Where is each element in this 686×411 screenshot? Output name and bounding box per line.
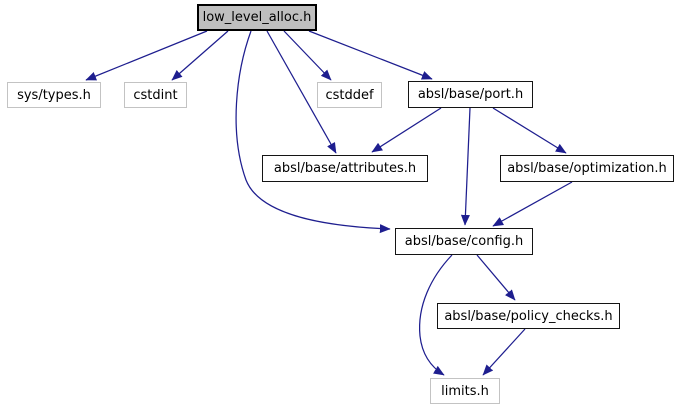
node-config[interactable]: absl/base/config.h bbox=[395, 228, 533, 255]
node-policy_checks[interactable]: absl/base/policy_checks.h bbox=[437, 303, 620, 329]
edge-config-to-limits bbox=[418, 254, 453, 376]
edge-low_level_alloc-to-port bbox=[308, 30, 433, 80]
node-sys_types: sys/types.h bbox=[7, 82, 101, 108]
edge-low_level_alloc-to-config bbox=[235, 30, 391, 234]
node-attributes[interactable]: absl/base/attributes.h bbox=[262, 155, 428, 182]
node-low_level_alloc: low_level_alloc.h bbox=[197, 4, 317, 31]
node-optimization[interactable]: absl/base/optimization.h bbox=[500, 155, 674, 182]
node-cstdint: cstdint bbox=[124, 82, 187, 108]
edge-port-to-attributes bbox=[371, 107, 442, 153]
node-limits: limits.h bbox=[430, 378, 500, 404]
edge-low_level_alloc-to-sys_types bbox=[85, 30, 208, 81]
edge-low_level_alloc-to-cstdint bbox=[171, 30, 229, 81]
edge-low_level_alloc-to-attributes bbox=[266, 30, 337, 154]
edge-port-to-optimization bbox=[492, 107, 567, 154]
edge-port-to-config bbox=[460, 107, 471, 226]
node-port[interactable]: absl/base/port.h bbox=[408, 81, 533, 108]
edge-policy_checks-to-limits bbox=[482, 328, 526, 376]
node-cstddef: cstddef bbox=[317, 82, 382, 108]
edge-optimization-to-config bbox=[492, 181, 573, 227]
edge-low_level_alloc-to-cstddef bbox=[283, 30, 332, 81]
edge-config-to-policy_checks bbox=[476, 254, 516, 301]
